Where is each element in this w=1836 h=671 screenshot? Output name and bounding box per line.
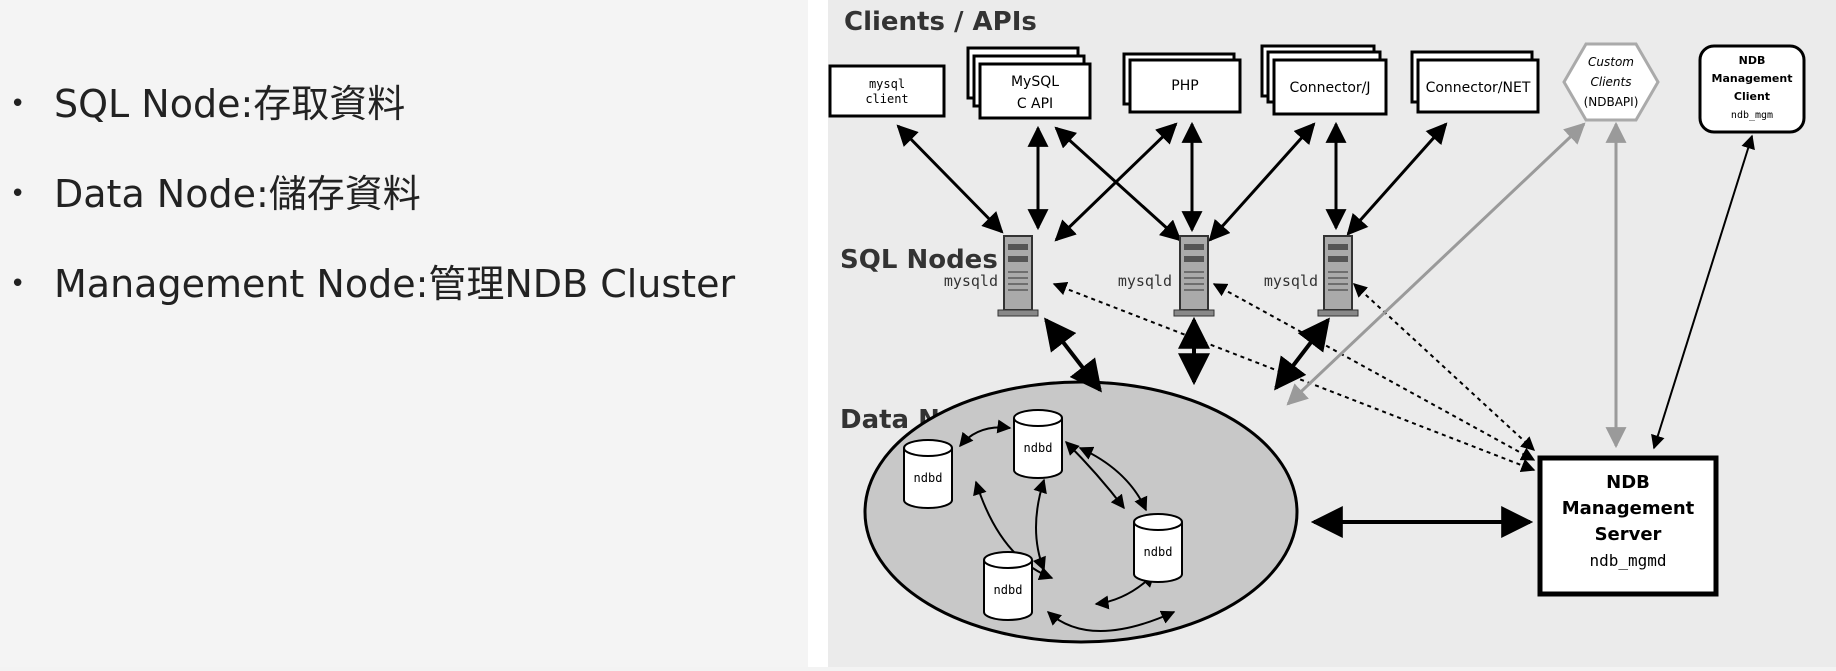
client-mysql-c-api: MySQL C API [966, 46, 1092, 120]
client-label: Connector/NET [1426, 80, 1531, 96]
client-ndb-management-client: NDB Management Client ndb_mgm [1698, 44, 1806, 134]
data-node-cylinder: ndbd [1133, 513, 1183, 583]
sql-data-connections [1044, 316, 1330, 393]
sql-node-server: mysqld [1118, 235, 1215, 317]
client-php: PHP [1122, 52, 1242, 114]
data-node-label: ndbd [1024, 441, 1053, 455]
client-label-line: Client [1734, 90, 1770, 103]
bullet-dot-icon: • [10, 89, 26, 119]
data-node-replication-links [959, 419, 1176, 632]
client-custom-ndbapi: Custom Clients (NDBAPI) [1562, 42, 1660, 122]
client-label-line: MySQL [1011, 74, 1059, 90]
custom-client-connections [1286, 121, 1627, 449]
section-title-clients: Clients / APIs [844, 7, 1037, 37]
client-label: Connector/J [1289, 80, 1370, 96]
data-node-cylinder: ndbd [1013, 409, 1063, 479]
client-label-line: C API [1017, 96, 1053, 112]
client-label-line: mysql [869, 77, 905, 91]
data-node-cylinder: ndbd [983, 551, 1033, 621]
client-label-line: NDB [1739, 54, 1766, 67]
bullet-list: • SQL Node:存取資料 • Data Node:儲存資料 • Manag… [10, 80, 735, 350]
client-connector-j: Connector/J [1260, 44, 1388, 116]
ndb-cluster-diagram: Clients / APIs SQL Nodes Data Nodes mysq… [828, 7, 1806, 644]
bullet-item-management-node: • Management Node:管理NDB Cluster [10, 260, 735, 308]
mgm-server-label-line: Server [1595, 524, 1662, 545]
mgm-server-label-line: ndb_mgmd [1589, 551, 1666, 570]
client-mysql-client: mysql client [828, 64, 946, 118]
mgm-client-connection [1651, 134, 1755, 450]
client-label-line: Clients [1591, 75, 1632, 89]
bullet-text: Management Node:管理NDB Cluster [54, 262, 736, 306]
data-node-label: ndbd [1144, 545, 1173, 559]
client-label-line: client [865, 92, 908, 106]
slide-text-panel: • SQL Node:存取資料 • Data Node:儲存資料 • Manag… [0, 0, 808, 667]
sql-node-server: mysqld [1264, 235, 1359, 317]
data-nodes-cluster [863, 380, 1299, 644]
sql-node-label: mysqld [1264, 272, 1318, 290]
mgm-server-label-line: Management [1562, 498, 1695, 519]
data-node-label: ndbd [914, 471, 943, 485]
sql-node-server: mysqld [944, 235, 1039, 317]
sql-node-label: mysqld [1118, 272, 1172, 290]
data-node-cylinder: ndbd [903, 439, 953, 509]
client-label-line: Custom [1588, 55, 1634, 69]
client-label-line: (NDBAPI) [1584, 95, 1639, 109]
panel-divider [808, 0, 828, 667]
ndb-cluster-diagram-panel: Clients / APIs SQL Nodes Data Nodes mysq… [828, 0, 1836, 667]
bullet-dot-icon: • [10, 269, 26, 299]
bullet-item-sql-node: • SQL Node:存取資料 [10, 80, 735, 128]
sql-node-label: mysqld [944, 272, 998, 290]
bullet-item-data-node: • Data Node:儲存資料 [10, 170, 735, 218]
data-node-label: ndbd [994, 583, 1023, 597]
client-label-line: ndb_mgm [1731, 110, 1773, 121]
client-sql-connections [896, 121, 1448, 242]
client-label: PHP [1171, 78, 1198, 94]
mgm-server-label-line: NDB [1606, 472, 1650, 493]
client-connector-net: Connector/NET [1410, 50, 1540, 114]
bullet-text: SQL Node:存取資料 [54, 82, 406, 126]
bullet-dot-icon: • [10, 179, 26, 209]
ndb-management-server: NDB Management Server ndb_mgmd [1537, 455, 1719, 597]
bullet-text: Data Node:儲存資料 [54, 172, 421, 216]
client-label-line: Management [1712, 72, 1793, 85]
section-title-sql-nodes: SQL Nodes [840, 245, 998, 275]
